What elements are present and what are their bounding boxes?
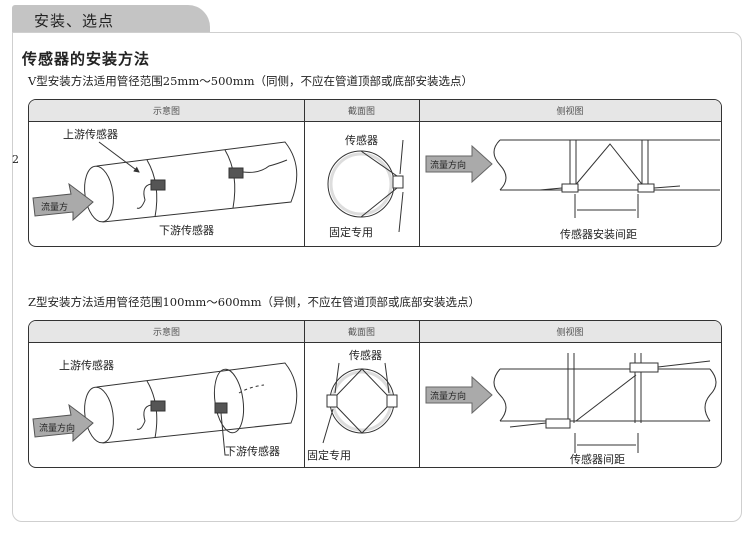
page-heading: 传感器的安装方法 bbox=[22, 50, 151, 68]
divider bbox=[419, 321, 420, 467]
z-method-table: 示意图 截面图 侧视图 上游传感器 下游传感器 流量方向 bbox=[28, 320, 722, 468]
pipe-side-view bbox=[425, 139, 720, 218]
divider bbox=[304, 321, 305, 467]
table-header: 示意图 截面图 侧视图 bbox=[29, 321, 721, 343]
spacing-label: 传感器间距 bbox=[570, 453, 625, 466]
spacing-label: 传感器安装间距 bbox=[560, 228, 637, 241]
flow-label: 流量方 bbox=[41, 203, 69, 213]
pipe-illustration bbox=[32, 141, 298, 223]
header-section: 截面图 bbox=[347, 328, 375, 338]
table-header: 示意图 截面图 侧视图 bbox=[29, 100, 721, 122]
page-marker: 2 bbox=[12, 153, 19, 166]
pipe-cross-section bbox=[327, 139, 404, 233]
fixed-label: 固定专用 bbox=[307, 449, 351, 462]
v-side-diagram: 流量方向 传感器安装间距 bbox=[420, 122, 721, 246]
header-schematic: 示意图 bbox=[152, 328, 180, 338]
pipe-illustration bbox=[32, 362, 298, 456]
v-section-diagram: 传感器 固定专用 bbox=[305, 122, 419, 246]
z-method-description: Z型安装方法适用管径范围100mm～600mm（异侧，不应在管道顶部或底部安装选… bbox=[28, 295, 481, 309]
divider bbox=[419, 100, 420, 246]
content-panel bbox=[12, 32, 742, 522]
pipe-cross-section bbox=[322, 362, 398, 444]
sensor-label: 传感器 bbox=[349, 349, 382, 362]
header-section: 截面图 bbox=[347, 107, 375, 117]
sensor-label: 传感器 bbox=[345, 134, 378, 147]
header-schematic: 示意图 bbox=[152, 107, 180, 117]
fixed-label: 固定专用 bbox=[329, 226, 373, 239]
v-method-table: 示意图 截面图 侧视图 上游传感器 下游传感器 流量方 bbox=[28, 99, 722, 247]
upstream-sensor-label: 上游传感器 bbox=[63, 128, 118, 141]
flow-direction-label: 流量方向 bbox=[430, 392, 467, 402]
header-side: 侧视图 bbox=[556, 107, 584, 117]
z-schematic-diagram: 上游传感器 下游传感器 流量方向 bbox=[29, 343, 304, 467]
z-section-diagram: 传感器 固定专用 bbox=[305, 343, 419, 467]
header-side: 侧视图 bbox=[556, 328, 584, 338]
downstream-sensor-label: 下游传感器 bbox=[159, 224, 214, 237]
flow-direction-label: 流量方向 bbox=[430, 161, 467, 171]
v-method-description: V型安装方法适用管径范围25mm～500mm（同侧，不应在管道顶部或底部安装选点… bbox=[28, 74, 474, 88]
downstream-sensor-label: 下游传感器 bbox=[225, 445, 280, 458]
divider bbox=[304, 100, 305, 246]
section-tab: 安装、选点 bbox=[12, 5, 210, 33]
pipe-side-view bbox=[425, 353, 717, 453]
upstream-sensor-label: 上游传感器 bbox=[59, 359, 114, 372]
section-tab-label: 安装、选点 bbox=[34, 12, 115, 30]
z-side-diagram: 流量方向 传感器间距 bbox=[420, 343, 721, 467]
v-schematic-diagram: 上游传感器 下游传感器 流量方 bbox=[29, 122, 304, 246]
flow-label: 流量方向 bbox=[39, 424, 76, 434]
